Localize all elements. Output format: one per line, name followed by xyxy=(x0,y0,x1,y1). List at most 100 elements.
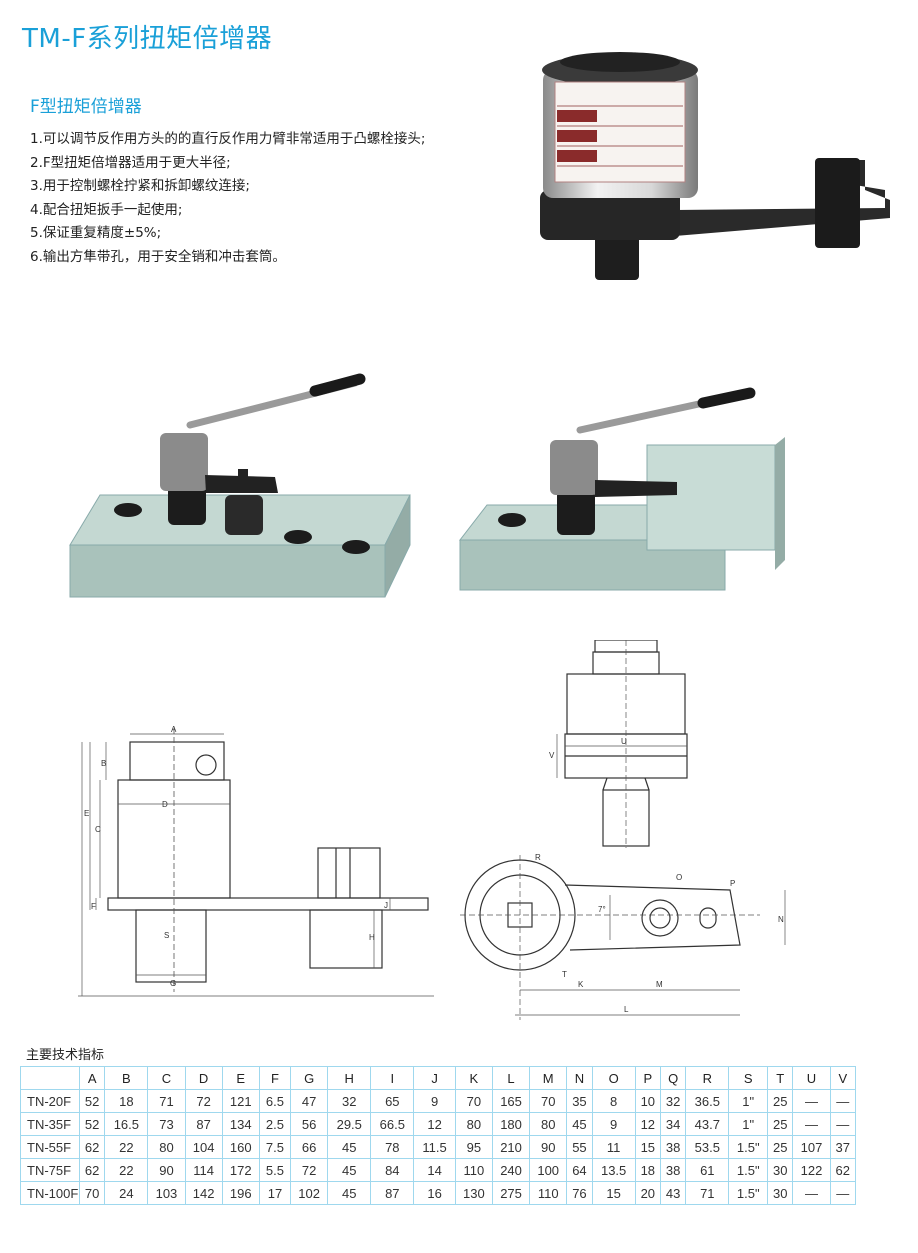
table-cell: — xyxy=(792,1089,831,1113)
model-name-cell: TN-20F xyxy=(20,1089,80,1113)
table-cell: 100 xyxy=(529,1158,568,1182)
col-header: C xyxy=(147,1066,186,1090)
table-cell: 80 xyxy=(529,1112,568,1136)
dim-label-p: P xyxy=(730,879,735,888)
table-cell: 2.5 xyxy=(258,1112,292,1136)
table-cell: 110 xyxy=(454,1158,493,1182)
dim-label-angle: 7° xyxy=(598,905,606,914)
table-cell: 90 xyxy=(147,1158,186,1182)
table-cell: 64 xyxy=(566,1158,593,1182)
table-cell: 240 xyxy=(491,1158,531,1182)
dim-label-d: D xyxy=(162,800,168,809)
table-cell: 70 xyxy=(78,1181,106,1205)
table-cell: 16 xyxy=(413,1181,456,1205)
dim-label-n: N xyxy=(778,915,784,924)
col-header: E xyxy=(221,1066,260,1090)
col-header: S xyxy=(728,1066,769,1090)
dim-label-u: U xyxy=(621,737,627,746)
table-cell: 104 xyxy=(184,1135,223,1159)
table-cell: 71 xyxy=(147,1089,186,1113)
table-cell: 210 xyxy=(491,1135,531,1159)
table-cell: 53.5 xyxy=(685,1135,730,1159)
dim-label-g: G xyxy=(170,979,176,988)
table-cell: 47 xyxy=(290,1089,329,1113)
table-cell: 14 xyxy=(413,1158,456,1182)
table-cell: 142 xyxy=(184,1181,223,1205)
table-cell: 130 xyxy=(454,1181,493,1205)
col-header: H xyxy=(327,1066,372,1090)
table-cell: 1.5" xyxy=(728,1181,769,1205)
table-cell: 52 xyxy=(78,1089,106,1113)
table-cell: 25 xyxy=(767,1135,794,1159)
table-cell: 25 xyxy=(767,1112,794,1136)
table-cell: 76 xyxy=(566,1181,593,1205)
table-cell: 8 xyxy=(591,1089,636,1113)
table-cell: 122 xyxy=(792,1158,831,1182)
table-cell: 134 xyxy=(221,1112,260,1136)
table-cell: 38 xyxy=(659,1135,687,1159)
spec-table-title: 主要技术指标 xyxy=(26,1048,105,1063)
table-cell: 165 xyxy=(491,1089,531,1113)
dim-label-h: H xyxy=(369,933,375,942)
dim-label-k: K xyxy=(578,980,584,989)
table-cell: 18 xyxy=(104,1089,149,1113)
feature-list: 1.可以调节反作用方头的的直行反作用力臂非常适用于凸螺栓接头; 2.F型扭矩倍增… xyxy=(30,128,425,270)
table-cell: 18 xyxy=(634,1158,661,1182)
table-cell: 9 xyxy=(591,1112,636,1136)
table-cell: 45 xyxy=(327,1158,372,1182)
table-header-row: A B C D E F G H I J K L M N O P Q R S T … xyxy=(20,1066,857,1090)
table-cell: 1.5" xyxy=(728,1158,769,1182)
dim-label-b: B xyxy=(101,759,106,768)
table-cell: 13.5 xyxy=(591,1158,636,1182)
table-cell: — xyxy=(792,1112,831,1136)
table-cell: 43.7 xyxy=(685,1112,730,1136)
table-cell: 56 xyxy=(290,1112,329,1136)
table-cell: 110 xyxy=(529,1181,568,1205)
table-cell: 15 xyxy=(634,1135,661,1159)
table-cell: 38 xyxy=(659,1158,687,1182)
table-cell: 12 xyxy=(634,1112,661,1136)
table-cell: 62 xyxy=(78,1135,106,1159)
table-cell: 32 xyxy=(327,1089,372,1113)
col-header: N xyxy=(566,1066,593,1090)
table-cell: 87 xyxy=(370,1181,415,1205)
table-cell: 87 xyxy=(184,1112,223,1136)
col-header: U xyxy=(792,1066,831,1090)
product-photo xyxy=(540,52,890,280)
table-cell: 70 xyxy=(454,1089,493,1113)
table-corner xyxy=(20,1066,80,1090)
col-header: I xyxy=(370,1066,415,1090)
col-header: M xyxy=(529,1066,568,1090)
table-cell: 72 xyxy=(290,1158,329,1182)
col-header: K xyxy=(454,1066,493,1090)
table-cell: 45 xyxy=(327,1181,372,1205)
application-illustration-wall xyxy=(458,387,785,591)
table-cell: 30 xyxy=(767,1181,794,1205)
table-cell: 70 xyxy=(529,1089,568,1113)
page-title: TM-F系列扭矩倍增器 xyxy=(22,24,273,54)
dim-label-v: V xyxy=(549,751,555,760)
spec-table: A B C D E F G H I J K L M N O P Q R S T … xyxy=(20,1066,857,1205)
table-cell: 160 xyxy=(221,1135,260,1159)
table-cell: 17 xyxy=(258,1181,292,1205)
table-cell: 43 xyxy=(659,1181,687,1205)
col-header: A xyxy=(78,1066,106,1090)
table-cell: 1" xyxy=(728,1089,769,1113)
dim-label-c: C xyxy=(95,825,101,834)
dim-label-t: T xyxy=(562,970,567,979)
col-header: L xyxy=(491,1066,531,1090)
table-cell: 196 xyxy=(221,1181,260,1205)
table-cell: 72 xyxy=(184,1089,223,1113)
dim-label-l: L xyxy=(624,1005,629,1014)
table-cell: 114 xyxy=(184,1158,223,1182)
model-name-cell: TN-100F xyxy=(20,1181,80,1205)
dim-label-e: E xyxy=(84,809,89,818)
table-cell: 65 xyxy=(370,1089,415,1113)
feature-item: 2.F型扭矩倍增器适用于更大半径; xyxy=(30,154,231,171)
col-header: J xyxy=(413,1066,456,1090)
table-cell: 107 xyxy=(792,1135,831,1159)
